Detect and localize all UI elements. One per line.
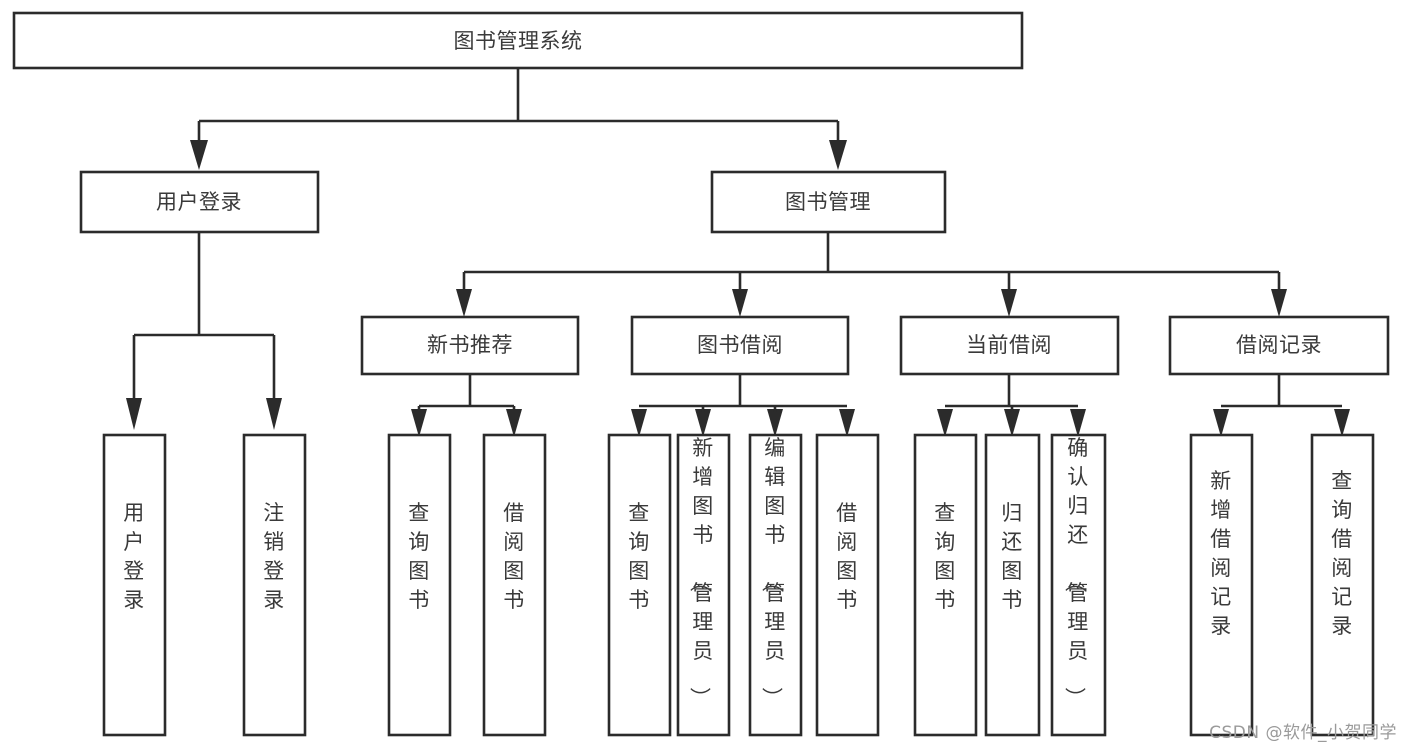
node-borrow-record-label: 借阅记录 [1236,333,1322,357]
node-leaf-user-logout-label: 注销登录 [263,501,285,612]
arrow-to-current-borrow [1001,289,1017,317]
node-new-book-recommend[interactable]: 新书推荐 [360,315,580,376]
node-leaf-add-record-label: 新增借阅记录 [1210,469,1232,638]
node-leaf-query-book-1-label: 查询图书 [408,501,430,612]
arrow-to-leaf-user-login [126,398,142,430]
node-current-borrow-box[interactable] [899,315,1120,376]
node-leaf-query-record[interactable]: 查询借阅记录 [1310,433,1375,737]
node-root-box[interactable] [12,11,1024,70]
node-leaf-borrow-book-2-box[interactable] [815,433,880,737]
node-user-login-box[interactable] [79,170,320,234]
node-leaf-query-book-3-box[interactable] [913,433,978,737]
node-leaf-add-book[interactable]: 新增图书（管理员） [676,433,731,737]
csdn-watermark: CSDN @软件_小贺同学 [1209,723,1397,743]
node-leaf-return-book-box[interactable] [984,433,1041,737]
arrow-to-book-manage [829,140,847,170]
node-leaf-query-book-3[interactable]: 查询图书 [913,433,978,737]
node-leaf-query-book-2-box[interactable] [607,433,672,737]
node-leaf-borrow-book-1-label: 借阅图书 [503,501,525,612]
node-new-book-recommend-box[interactable] [360,315,580,376]
node-root-label: 图书管理系统 [454,29,583,53]
node-borrow-record[interactable]: 借阅记录 [1168,315,1390,376]
arrow-to-leaf-confirm-return [1070,409,1086,437]
node-book-manage[interactable]: 图书管理 [710,170,947,234]
node-leaf-confirm-return[interactable]: 确认归还（管理员） [1050,433,1107,737]
node-leaf-edit-book-label: 编辑图书（管理员） [759,436,786,709]
node-book-borrow-box[interactable] [630,315,850,376]
node-leaf-user-login[interactable]: 用户登录 [102,433,167,737]
arrow-to-leaf-borrow-book-2 [839,409,855,437]
node-leaf-borrow-book-1-box[interactable] [482,433,547,737]
arrow-to-leaf-add-book [695,409,711,437]
arrow-to-leaf-add-record [1213,409,1229,437]
node-leaf-add-record-box[interactable] [1189,433,1254,737]
arrow-to-leaf-edit-book [767,409,783,437]
arrow-to-leaf-query-book-1 [411,409,427,437]
node-leaf-add-record[interactable]: 新增借阅记录 [1189,433,1254,737]
node-book-manage-label: 图书管理 [785,190,871,214]
node-root[interactable]: 图书管理系统 [12,11,1024,70]
node-leaf-user-logout[interactable]: 注销登录 [242,433,307,737]
arrow-to-leaf-query-book-2 [631,409,647,437]
node-book-manage-box[interactable] [710,170,947,234]
node-book-borrow[interactable]: 图书借阅 [630,315,850,376]
node-leaf-query-record-box[interactable] [1310,433,1375,737]
node-leaf-query-book-2[interactable]: 查询图书 [607,433,672,737]
arrow-to-leaf-return-book [1004,409,1020,437]
node-leaf-query-book-1-box[interactable] [387,433,452,737]
node-user-login-label: 用户登录 [156,190,242,214]
arrow-to-user-login [190,140,208,170]
node-book-borrow-label: 图书借阅 [697,333,783,357]
node-leaf-query-book-3-label: 查询图书 [934,501,956,612]
node-leaf-user-logout-box[interactable] [242,433,307,737]
node-leaf-confirm-return-label: 确认归还（管理员） [1062,436,1089,709]
node-leaf-return-book[interactable]: 归还图书 [984,433,1041,737]
arrow-to-borrow-record [1271,289,1287,317]
node-leaf-edit-book-box[interactable] [748,433,803,737]
node-leaf-user-login-box[interactable] [102,433,167,737]
node-new-book-recommend-label: 新书推荐 [427,333,513,357]
node-leaf-edit-book[interactable]: 编辑图书（管理员） [748,433,803,737]
arrow-to-leaf-query-record [1334,409,1350,437]
node-leaf-add-book-box[interactable] [676,433,731,737]
node-leaf-query-record-label: 查询借阅记录 [1331,469,1353,638]
node-current-borrow[interactable]: 当前借阅 [899,315,1120,376]
arrow-to-leaf-borrow-book-1 [506,409,522,437]
node-leaf-query-book-2-label: 查询图书 [628,501,650,612]
node-leaf-return-book-label: 归还图书 [1001,501,1023,612]
node-leaf-borrow-book-2[interactable]: 借阅图书 [815,433,880,737]
arrow-to-leaf-user-logout [266,398,282,430]
node-current-borrow-label: 当前借阅 [966,333,1052,357]
connector-layer [126,68,1350,437]
node-leaf-query-book-1[interactable]: 查询图书 [387,433,452,737]
node-leaf-confirm-return-box[interactable] [1050,433,1107,737]
node-user-login[interactable]: 用户登录 [79,170,320,234]
node-leaf-borrow-book-1[interactable]: 借阅图书 [482,433,547,737]
node-leaf-add-book-label: 新增图书（管理员） [687,436,714,709]
arrow-to-leaf-query-book-3 [937,409,953,437]
arrow-to-book-borrow [732,289,748,317]
node-leaf-user-login-label: 用户登录 [123,501,145,612]
arrow-to-new-book-recommend [456,289,472,317]
node-borrow-record-box[interactable] [1168,315,1390,376]
node-leaf-borrow-book-2-label: 借阅图书 [836,501,858,612]
